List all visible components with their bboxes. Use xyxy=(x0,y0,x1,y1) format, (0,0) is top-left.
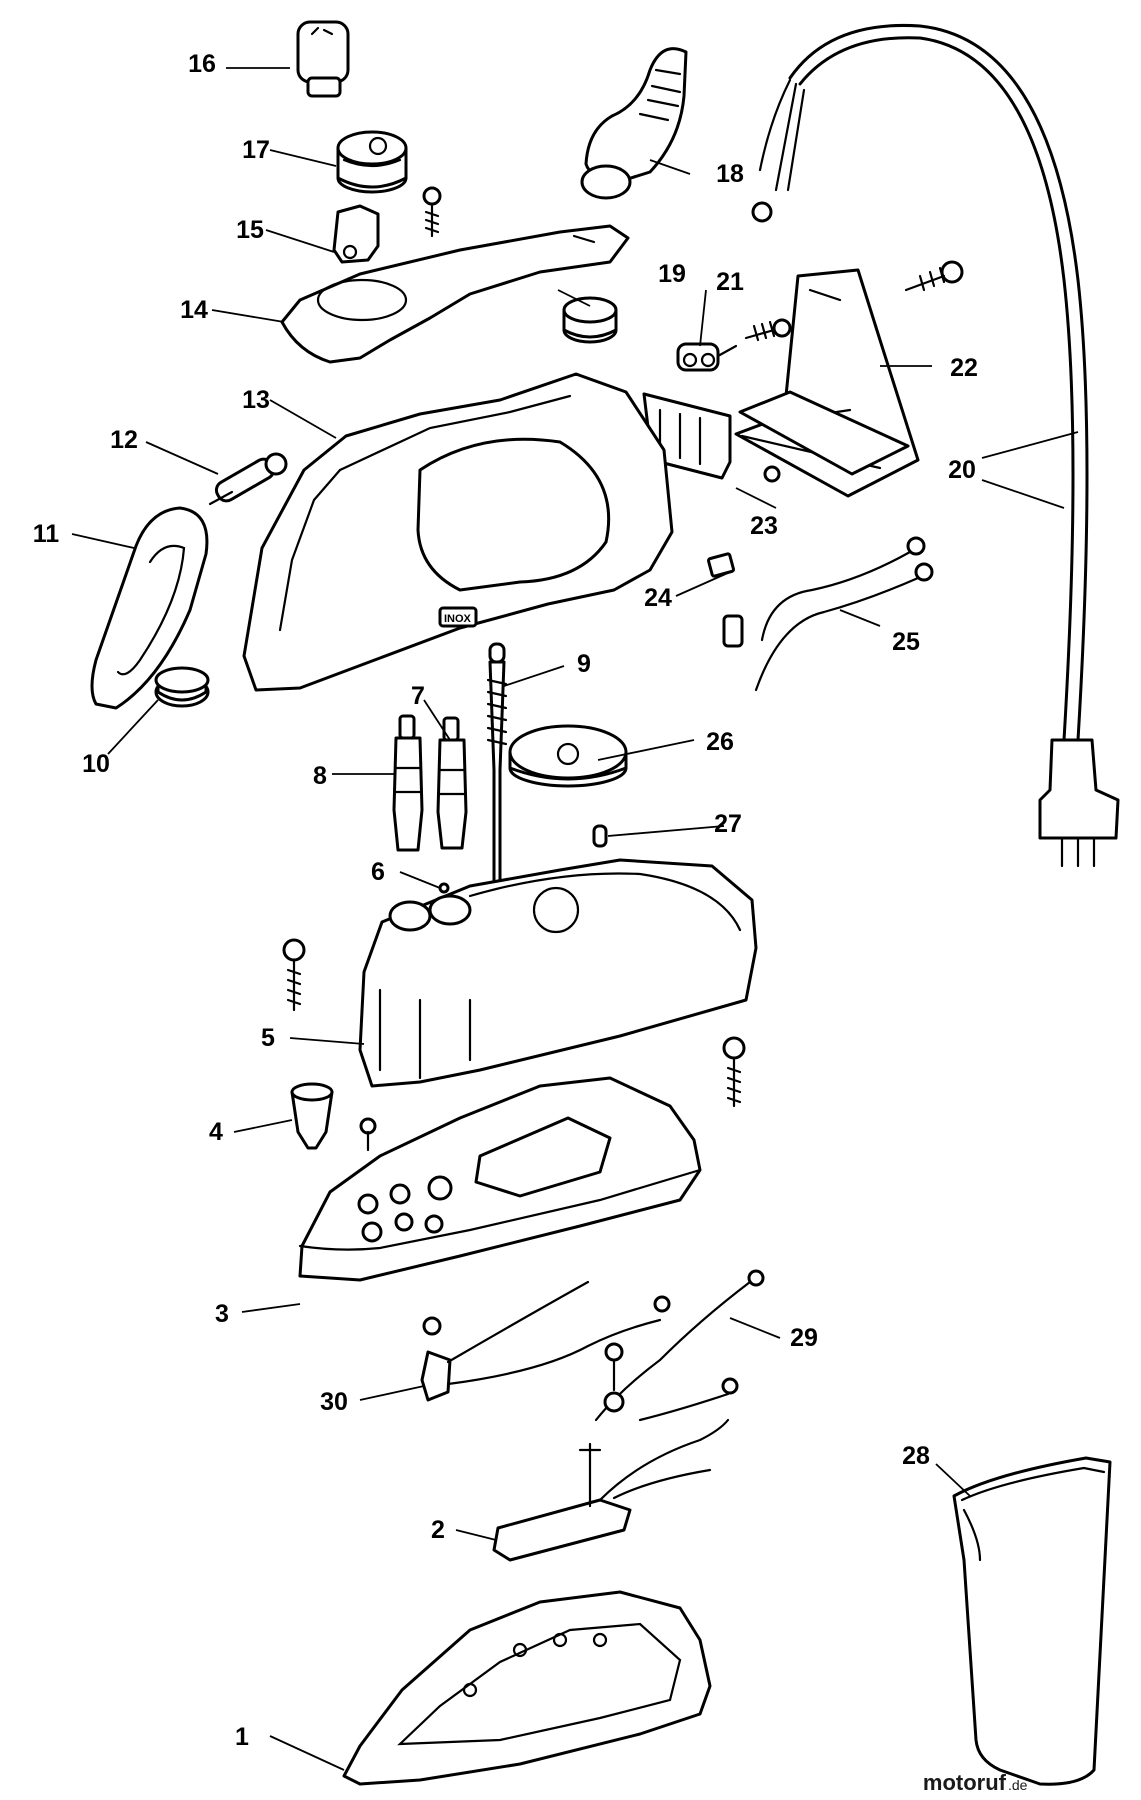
part-7-valve xyxy=(436,716,468,850)
part-18-cord-guard xyxy=(580,47,688,200)
callout-13: 13 xyxy=(242,386,270,414)
watermark-brand: motoruf xyxy=(923,1770,1007,1795)
part-1-soleplate xyxy=(342,1590,712,1786)
part-6-ball xyxy=(438,882,450,894)
callout-27: 27 xyxy=(714,810,742,838)
screw-small-a xyxy=(359,1117,377,1152)
callout-15: 15 xyxy=(236,216,264,244)
callout-19: 19 xyxy=(658,260,686,288)
screw-bracket xyxy=(904,260,964,292)
part-14-handle-cover xyxy=(280,224,630,364)
part-22-terminal-bracket xyxy=(734,268,920,498)
part-19-ring xyxy=(562,296,618,344)
part-20-power-cord xyxy=(751,23,1120,868)
callout-28: 28 xyxy=(902,1442,930,1470)
part-4-filler-cap xyxy=(290,1082,334,1150)
part-26-control-disc xyxy=(508,724,628,788)
callout-9: 9 xyxy=(577,650,591,678)
part-5-water-tank xyxy=(358,858,758,1088)
part-30-ground-clamp xyxy=(420,1280,671,1402)
leader-lines xyxy=(71,67,1079,1771)
callout-17: 17 xyxy=(242,136,270,164)
part-15-dial-bracket xyxy=(332,204,380,264)
part-25-wire-harness xyxy=(722,536,934,692)
callout-20: 20 xyxy=(948,456,976,484)
part-12-spray-nozzle xyxy=(208,452,288,506)
screw-dial xyxy=(422,186,442,238)
callout-16: 16 xyxy=(188,50,216,78)
watermark: motoruf .de xyxy=(923,1770,1028,1795)
callout-26: 26 xyxy=(706,728,734,756)
screw-tank-left xyxy=(282,938,306,1012)
callout-2: 2 xyxy=(431,1516,445,1544)
callout-4: 4 xyxy=(209,1118,223,1146)
callout-1: 1 xyxy=(235,1723,249,1751)
callout-25: 25 xyxy=(892,628,920,656)
part-24-insulator xyxy=(706,552,736,578)
part-28-measuring-cup xyxy=(952,1456,1112,1786)
callout-14: 14 xyxy=(180,296,208,324)
callout-23: 23 xyxy=(750,512,778,540)
part-11-rear-cover xyxy=(90,506,209,710)
part-9-steam-rod xyxy=(486,642,508,896)
callout-30: 30 xyxy=(320,1388,348,1416)
part-16-knob-cap xyxy=(296,20,350,98)
callout-7: 7 xyxy=(411,682,425,710)
part-3-soleplate-cover xyxy=(298,1076,702,1282)
screw-terminal-upper xyxy=(744,318,792,342)
screw-element xyxy=(603,1342,625,1413)
part-27-fuse xyxy=(592,824,608,848)
watermark-tld: .de xyxy=(1008,1777,1028,1793)
callout-labels: 1 2 3 4 5 6 7 8 9 10 11 12 13 14 15 16 1… xyxy=(33,50,978,1751)
callout-6: 6 xyxy=(371,858,385,886)
callout-24: 24 xyxy=(644,584,672,612)
callout-8: 8 xyxy=(313,762,327,790)
callout-3: 3 xyxy=(215,1300,229,1328)
callout-29: 29 xyxy=(790,1324,818,1352)
callout-21: 21 xyxy=(716,268,744,296)
screw-tank-right xyxy=(722,1036,746,1108)
part-21-connector-block xyxy=(676,342,738,372)
part-17-temperature-dial xyxy=(336,130,408,194)
callout-18: 18 xyxy=(716,160,744,188)
housing-inscription: INOX xyxy=(444,613,472,625)
part-2-thermostat xyxy=(492,1418,730,1562)
callout-11: 11 xyxy=(33,520,60,548)
part-10-grommet xyxy=(154,666,210,708)
part-13-iron-housing xyxy=(242,372,674,692)
callout-22: 22 xyxy=(950,354,978,382)
part-8-valve xyxy=(392,714,424,852)
callout-10: 10 xyxy=(82,750,110,778)
callout-5: 5 xyxy=(261,1024,275,1052)
callout-12: 12 xyxy=(110,426,138,454)
